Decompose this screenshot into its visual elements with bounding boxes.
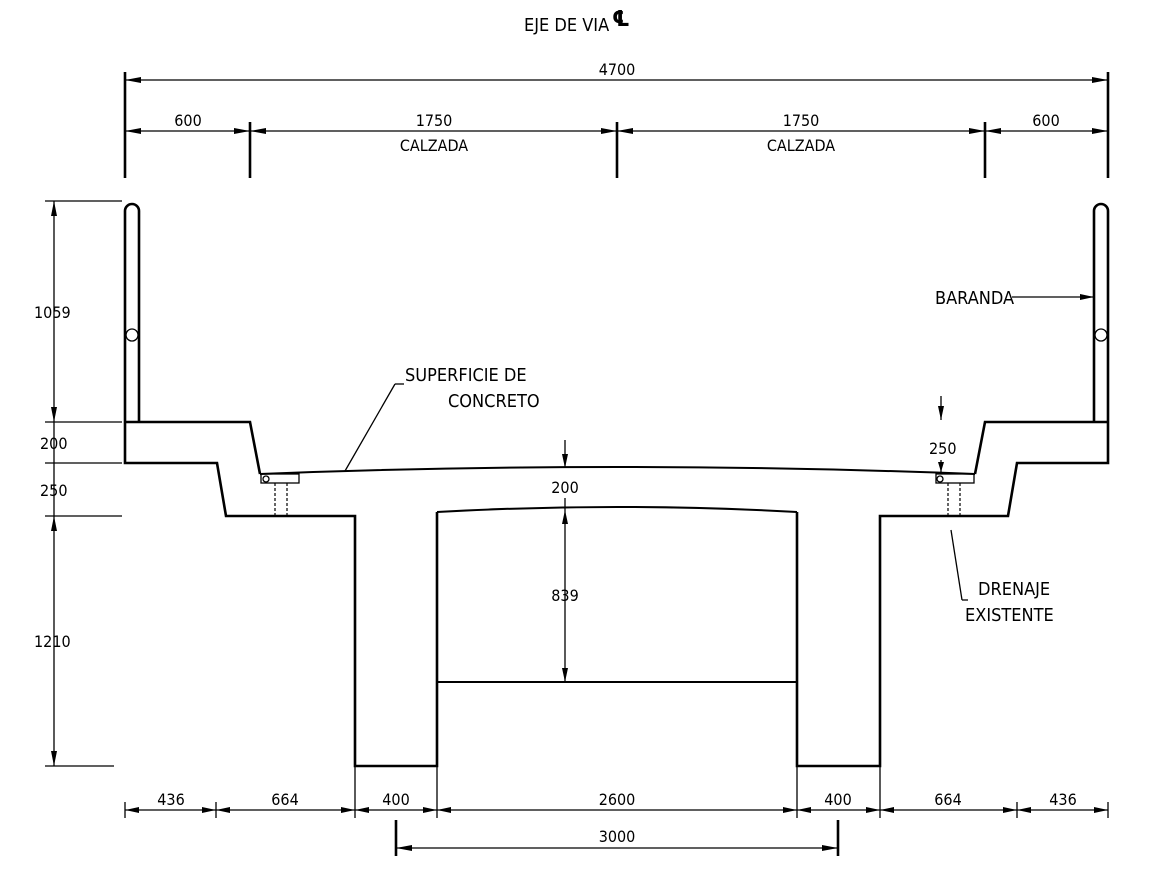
drain-recess-dimension (938, 396, 944, 472)
left-drain (260, 473, 300, 516)
leader-lines (344, 294, 1094, 601)
centerline-symbol-icon: ℄ (612, 7, 630, 32)
label-surface-line1: SUPERFICIE DE (405, 365, 527, 386)
label-baranda: BARANDA (935, 288, 1014, 309)
dim-bottom-6: 664 (934, 790, 961, 809)
dim-haunch: 250 (40, 481, 67, 500)
center-dimension-lines (562, 440, 568, 682)
deck-cross-section (123, 420, 1110, 768)
dim-bottom-4: 2600 (599, 790, 636, 809)
dim-left-side: 600 (174, 111, 201, 130)
dim-overall-width: 4700 (599, 60, 636, 79)
dim-right-lane: 1750 (783, 111, 820, 130)
label-drain-line1: DRENAJE (978, 579, 1050, 600)
lane-label-left: CALZADA (400, 136, 468, 155)
dim-box-height: 839 (551, 586, 578, 605)
dim-beam: 1210 (34, 632, 71, 651)
lane-label-right: CALZADA (767, 136, 835, 155)
left-railing (123, 202, 141, 422)
dim-bottom-5: 400 (824, 790, 851, 809)
dim-bottom-1: 436 (157, 790, 184, 809)
right-drain (935, 473, 975, 516)
dim-bottom-3: 400 (382, 790, 409, 809)
dim-right-side: 600 (1032, 111, 1059, 130)
label-drain-line2: EXISTENTE (965, 605, 1054, 626)
dim-deck-thickness: 200 (551, 478, 578, 497)
label-surface-line2: CONCRETO (448, 391, 540, 412)
dim-slab: 200 (40, 434, 67, 453)
dim-drain-recess: 250 (929, 439, 956, 458)
dim-box-width: 3000 (599, 827, 636, 846)
dim-railing-height: 1059 (34, 303, 71, 322)
left-dimension-lines (45, 200, 122, 767)
dim-left-lane: 1750 (416, 111, 453, 130)
right-railing (1092, 202, 1110, 422)
bottom-dimension-lines (124, 766, 1109, 856)
dim-bottom-2: 664 (271, 790, 298, 809)
dim-bottom-7: 436 (1049, 790, 1076, 809)
top-dimension-lines (123, 72, 1110, 178)
title-eje-de-via: EJE DE VIA (524, 15, 609, 36)
